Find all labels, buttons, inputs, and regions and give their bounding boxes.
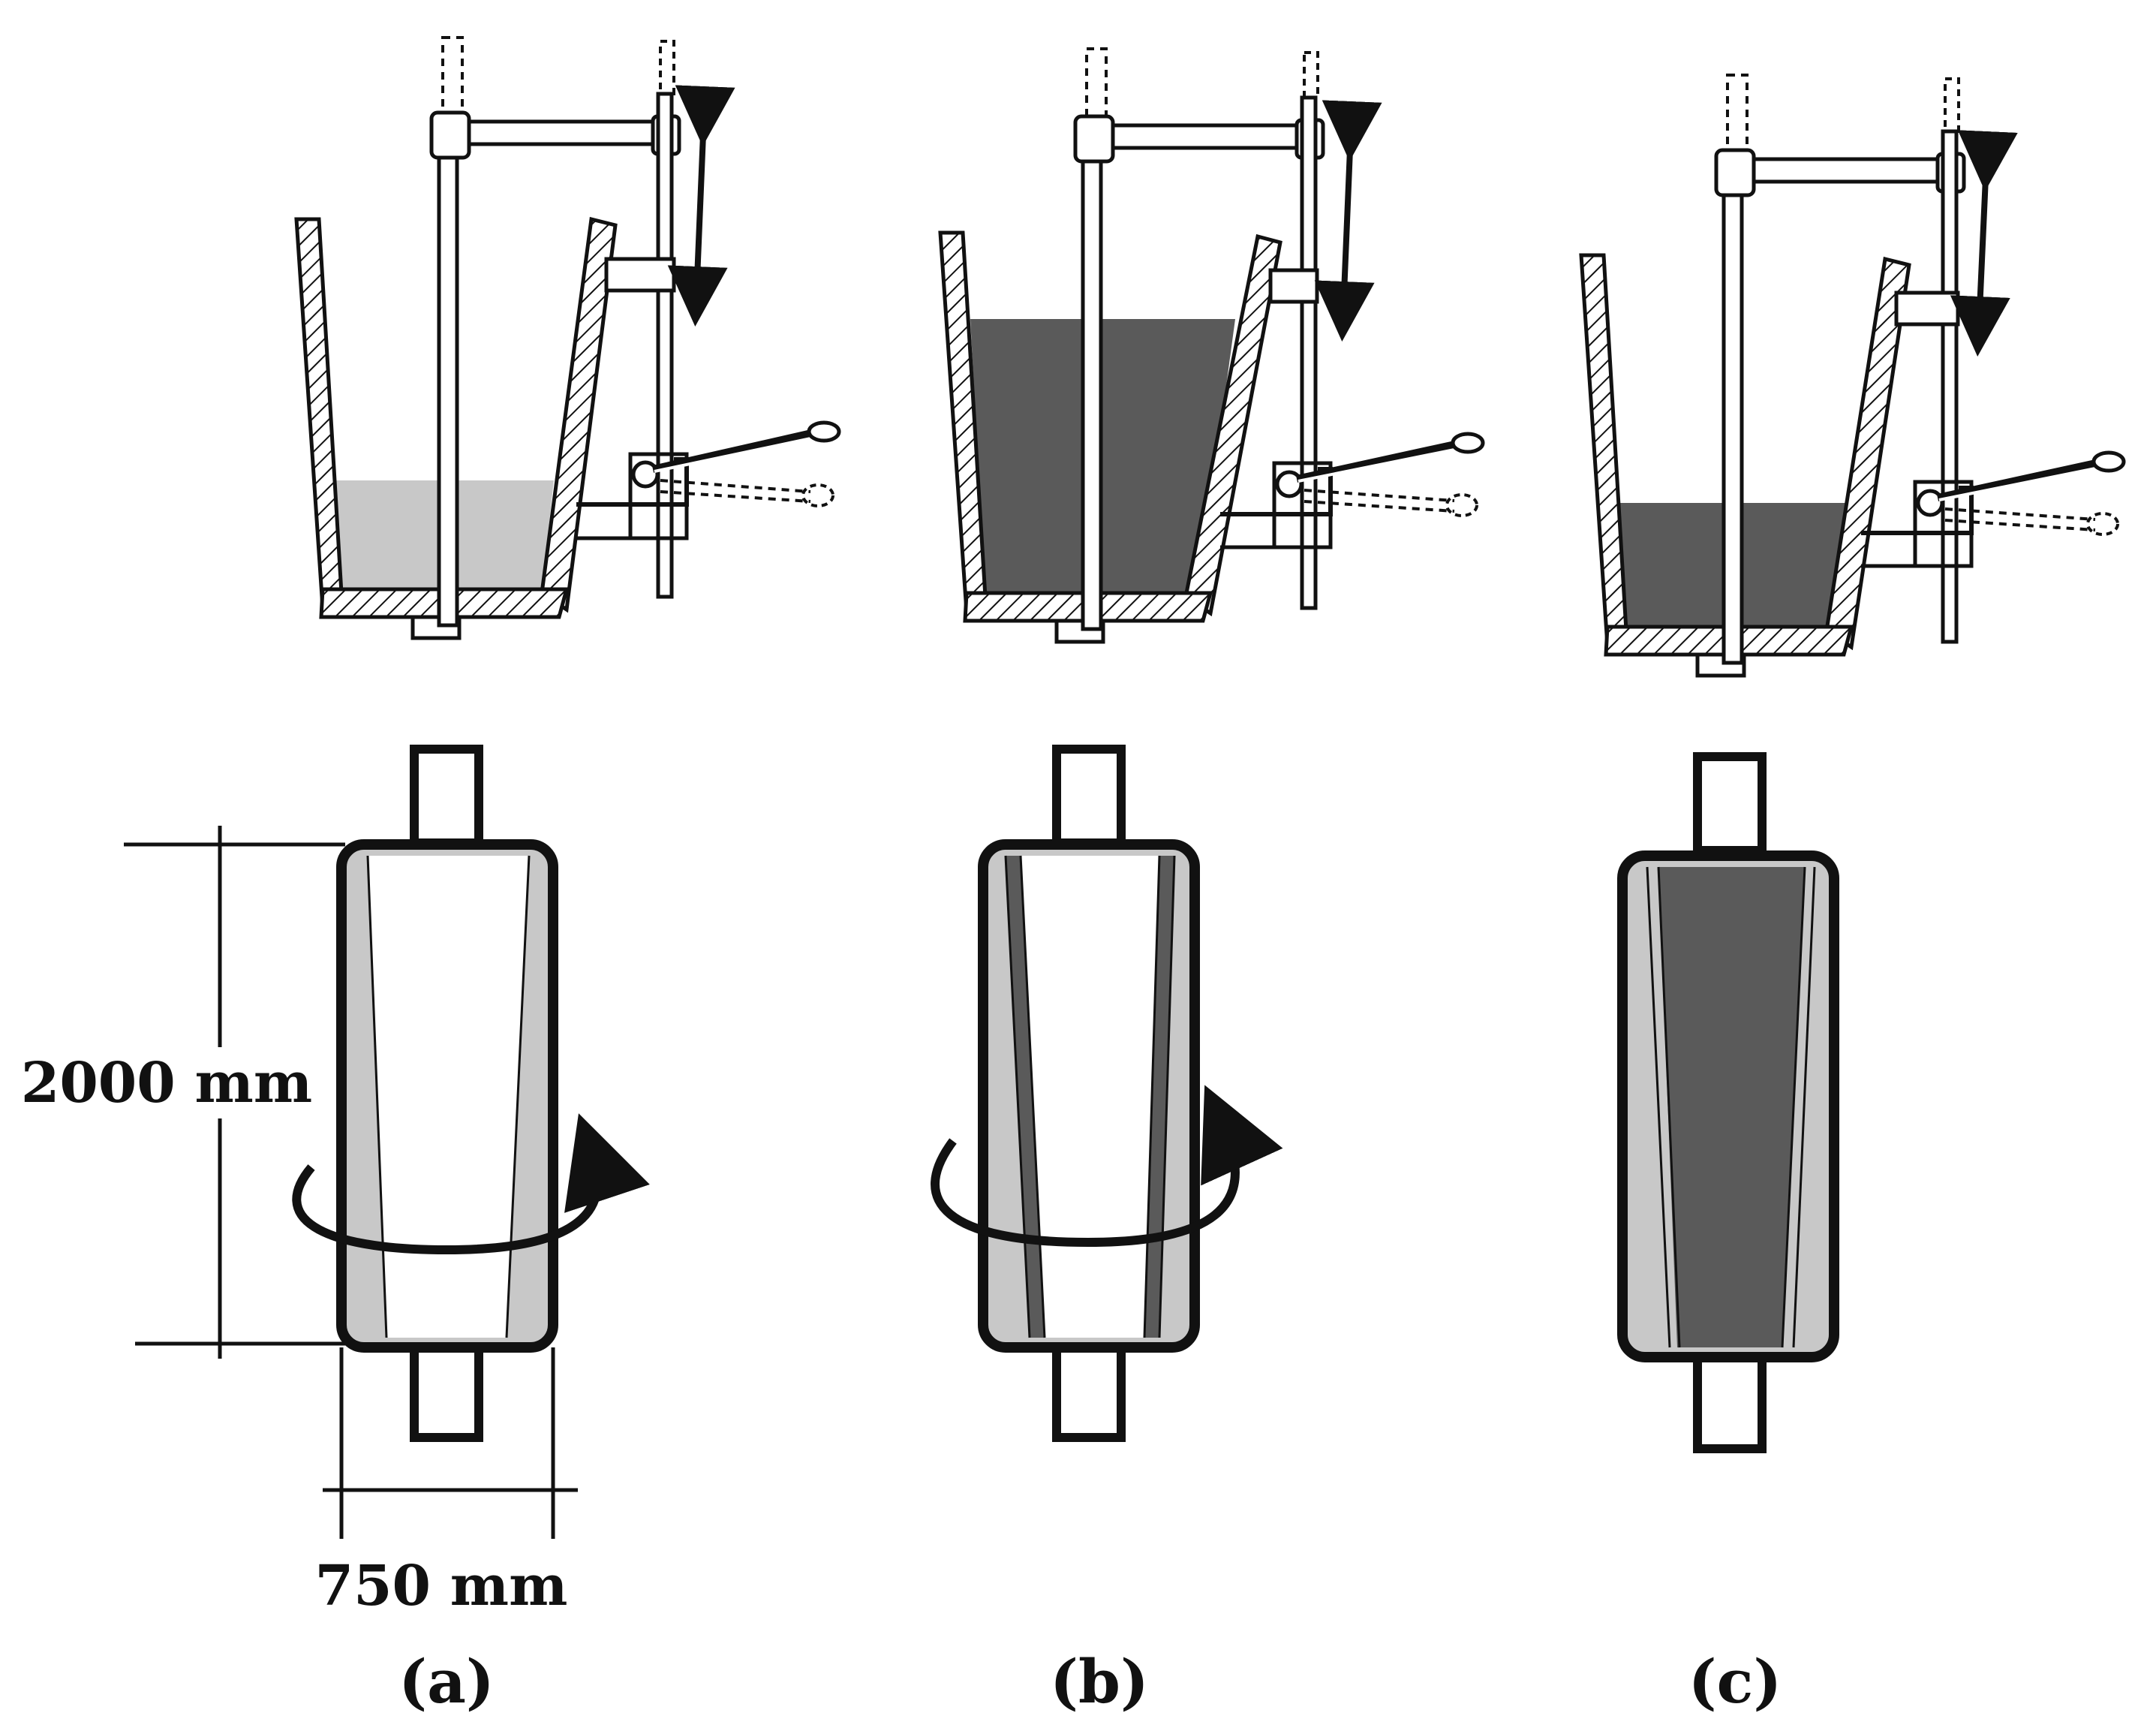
ladle-a [294,36,841,640]
ladle-wall-right-c [1824,256,1911,651]
guide-rod-a [656,92,674,599]
roll-shaft-top-b [1052,745,1126,847]
ladle-c [1579,74,2126,678]
roll-shaft-bottom-a [410,1343,483,1442]
handle-dashed-a [660,479,811,493]
roll-outer-band-right-b [1144,856,1174,1338]
panel-label-b: (b) [1050,1646,1149,1717]
stopper-rod-a [437,124,459,628]
upper-bracket-c [1894,291,1960,327]
roll-core-a [368,856,529,1338]
ladle-b [938,47,1485,644]
handle-lever-a [651,428,819,473]
ladle-wall-left-a [294,217,344,612]
lever-arm-b [1111,123,1307,150]
ladle-wall-right-b [1183,233,1282,617]
guide-rod-dashed-a [659,40,675,95]
handle-grip-c [2091,450,2126,473]
ladle-wall-left-c [1579,253,1628,649]
rod-clamp-a [429,110,471,160]
panel-label-a: (a) [398,1646,495,1717]
guide-rod-dashed-b [1303,51,1319,99]
handle-grip-b [1451,432,1485,454]
vertical-motion-arrow-a [667,85,735,327]
stopper-rod-b [1081,128,1103,631]
handle-pivot-b [1275,470,1304,498]
handle-lever-c [1936,458,2104,501]
vertical-motion-arrow-b [1314,100,1382,342]
roll-core-b [1021,856,1159,1338]
ladle-wall-right-a [540,216,618,613]
upper-bracket-a [604,257,676,293]
panel-label-c: (c) [1688,1646,1782,1717]
stopper-rod-dashed-b [1085,47,1108,125]
rod-clamp-b [1073,114,1115,164]
lever-arm-a [467,119,663,146]
roll-b [931,745,1283,1442]
handle-dashed-c [1944,507,2096,521]
roll-shaft-top-a [410,745,483,847]
upper-bracket-b [1268,268,1319,304]
handle-pivot-c [1916,489,1944,517]
roll-c [1617,752,1839,1453]
roll-outer-band-left-b [1006,856,1045,1338]
roll-core-c [1658,867,1805,1347]
handle-grip-a [807,420,841,443]
guide-rod-b [1300,95,1318,610]
handle-dashed-b [1304,489,1455,502]
handle-lever-b [1295,439,1463,483]
rotation-arrow-b [931,1085,1283,1248]
roll-shaft-top-c [1693,752,1767,855]
rotation-arrow-a [292,1113,650,1255]
roll-a: 2000 mm 750 mm [21,745,650,1618]
roll-shaft-bottom-b [1052,1343,1126,1442]
stopper-rod-dashed-c [1726,74,1749,159]
roll-shaft-bottom-c [1693,1350,1767,1453]
height-dimension-label: 2000 mm [21,1051,312,1115]
stopper-rod-c [1721,161,1744,665]
guide-rod-dashed-c [1944,77,1960,133]
width-dimension-label: 750 mm [315,1554,568,1618]
rod-clamp-c [1714,148,1756,197]
stopper-rod-dashed-a [441,36,464,122]
lever-arm-c [1752,157,1947,184]
vertical-motion-arrow-c [1950,130,2018,357]
handle-pivot-a [631,460,660,489]
